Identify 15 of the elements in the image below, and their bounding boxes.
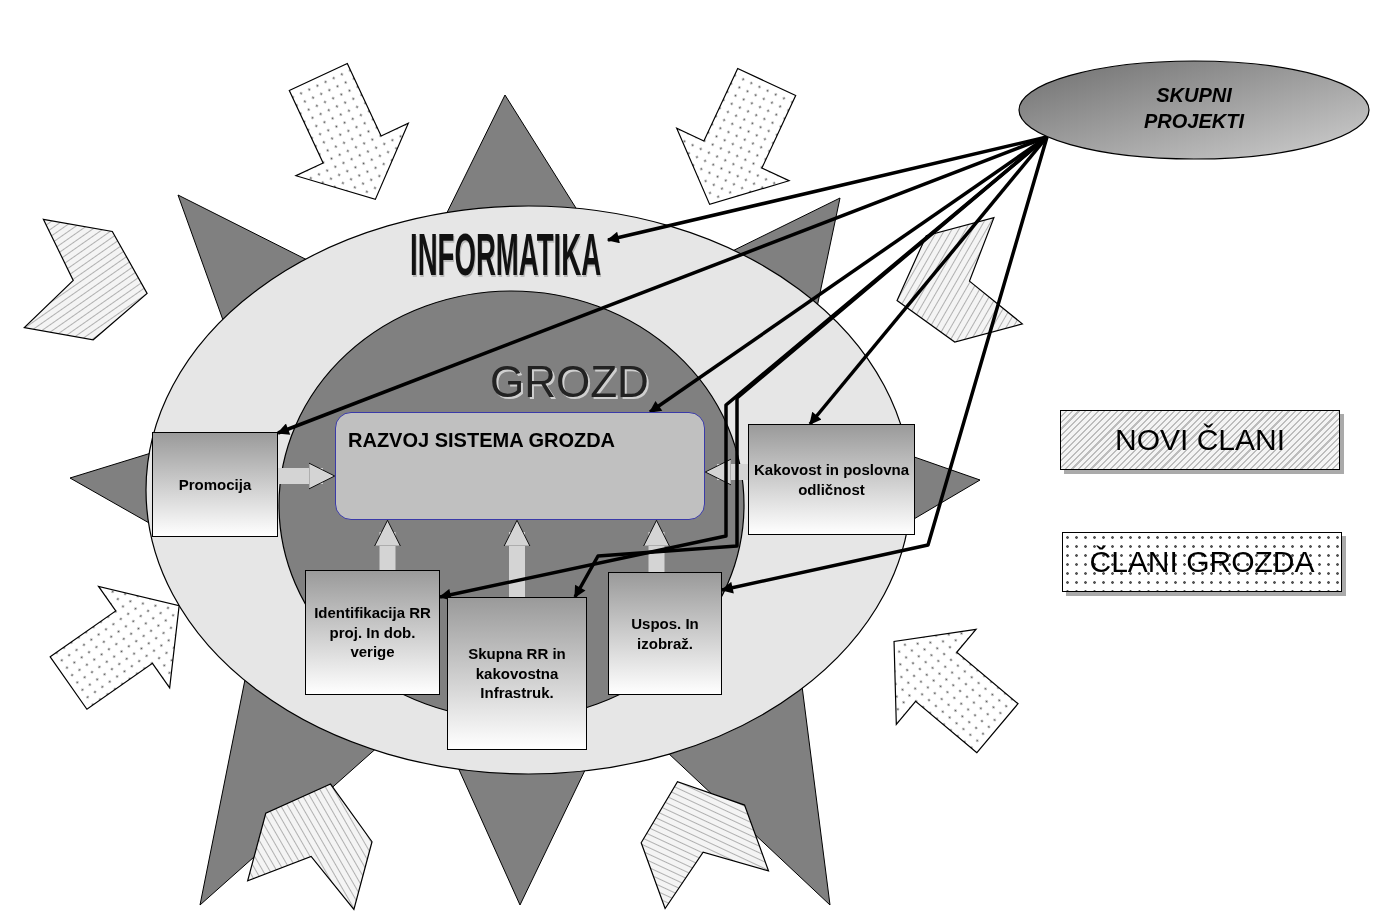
process-box: Kakovost in poslovna odličnost (748, 424, 915, 535)
process-box: Promocija (152, 432, 278, 537)
process-box: Uspos. In izobraž. (608, 572, 722, 695)
block-arrow (278, 462, 336, 490)
ellipse-title: GROZD (490, 360, 649, 404)
process-box: Identifikacija RR proj. In dob. verige (305, 570, 440, 695)
rounded-box: RAZVOJ SISTEMA GROZDA (335, 412, 705, 520)
arrow (720, 136, 1049, 594)
ellipse-label: SKUPNI PROJEKTI (1143, 83, 1246, 134)
block-arrow (374, 519, 401, 570)
block-arrow (643, 519, 670, 572)
process-box: Skupna RR in kakovostna Infrastruk. (447, 597, 587, 750)
ellipse-title: INFORMATIKA (410, 225, 602, 285)
block-arrow (503, 519, 531, 597)
block-arrow (704, 458, 748, 486)
